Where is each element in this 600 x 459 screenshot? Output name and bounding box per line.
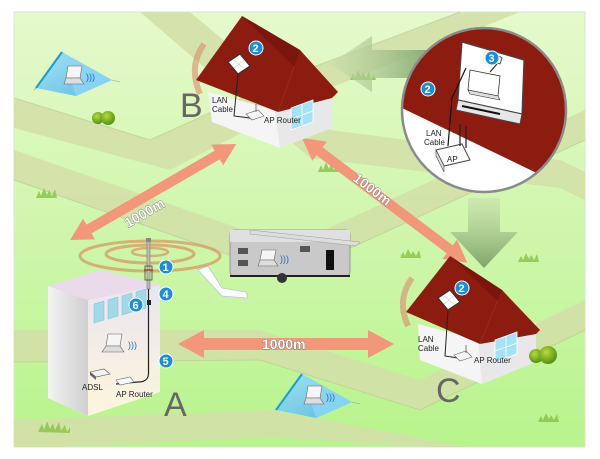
step-badge-2: 2 <box>454 280 470 296</box>
svg-text:2: 2 <box>253 43 259 55</box>
bush-right <box>529 346 557 364</box>
svg-text:4: 4 <box>163 289 170 301</box>
window <box>290 99 314 131</box>
signal-arc <box>191 42 207 96</box>
step-badge-1: 1 <box>158 259 174 275</box>
svg-text:2: 2 <box>459 283 465 295</box>
bush-top-left <box>92 111 115 125</box>
link-arrow-a-c <box>178 330 394 358</box>
lan-cable-label-inset-1: LAN <box>426 129 442 138</box>
laptop-icon <box>63 65 85 85</box>
lan-cable-label-b-2: Cable <box>212 105 233 114</box>
laptop-icon <box>257 249 279 267</box>
adsl-modem-icon <box>89 368 111 380</box>
wifi-signal-icon: ))) <box>326 392 335 402</box>
lan-cable-label-b-1: LAN <box>212 96 228 105</box>
laptop-icon <box>303 385 325 405</box>
laptop-icon <box>101 333 125 353</box>
svg-text:2: 2 <box>425 84 431 96</box>
detail-inset: LAN Cable AP 2 3 <box>400 26 568 194</box>
link-arrow-a-b <box>70 144 237 240</box>
ap-device-closeup <box>435 124 471 173</box>
site-label-b: B <box>180 87 203 125</box>
lounge-chair <box>197 265 249 305</box>
omni-antenna <box>115 238 153 385</box>
tent-bottom: ))) <box>275 373 361 418</box>
windows <box>93 288 147 324</box>
ap-router-icon <box>453 345 473 362</box>
step-badge-6: 6 <box>128 297 144 313</box>
wifi-signal-icon: ))) <box>128 340 137 350</box>
ap-router-icon <box>245 104 265 121</box>
ap-label-inset: AP <box>447 155 458 164</box>
svg-text:3: 3 <box>489 53 495 65</box>
svg-text:6: 6 <box>133 300 139 312</box>
site-b-house: LAN Cable AP Router 2 <box>191 16 338 148</box>
tent-top-left: ))) <box>33 51 121 96</box>
distance-label-a-c: 1000m <box>262 336 306 352</box>
step-badge-5: 5 <box>158 353 174 369</box>
step-badge-2: 2 <box>248 40 264 56</box>
camper-trailer: ))) <box>229 229 361 283</box>
lan-cable-label-inset-2: Cable <box>424 138 445 147</box>
wifi-signal-icon: ))) <box>86 72 95 82</box>
site-label-a: A <box>164 386 187 424</box>
window <box>494 331 518 363</box>
adsl-label: ADSL <box>82 383 103 392</box>
svg-text:5: 5 <box>163 356 169 368</box>
ap-router-label-c: AP Router <box>474 356 511 365</box>
panel-antenna-closeup <box>447 41 525 147</box>
site-label-c: C <box>436 372 461 410</box>
step-badge-2: 2 <box>420 81 436 97</box>
ap-router-label-b: AP Router <box>264 116 301 125</box>
site-a-badges: 1 4 6 5 <box>128 259 174 369</box>
lan-cable-label-c-1: LAN <box>418 335 434 344</box>
lan-cable-label-c-2: Cable <box>418 344 439 353</box>
link-arrow-b-c <box>302 138 468 263</box>
ap-router-label-a: AP Router <box>116 390 153 399</box>
down-pointer-arrow <box>450 198 518 268</box>
wifi-signal-icon: ))) <box>280 254 289 264</box>
panel-antenna-icon <box>437 289 461 359</box>
ap-router-icon <box>115 376 135 386</box>
signal-arc <box>399 276 415 328</box>
step-badge-4: 4 <box>158 286 174 302</box>
step-badge-3: 3 <box>484 50 500 66</box>
site-c-house: LAN Cable AP Router 2 <box>399 256 540 384</box>
panel-antenna-icon <box>227 53 251 119</box>
svg-text:1: 1 <box>163 262 169 274</box>
link-arrows <box>70 138 468 358</box>
